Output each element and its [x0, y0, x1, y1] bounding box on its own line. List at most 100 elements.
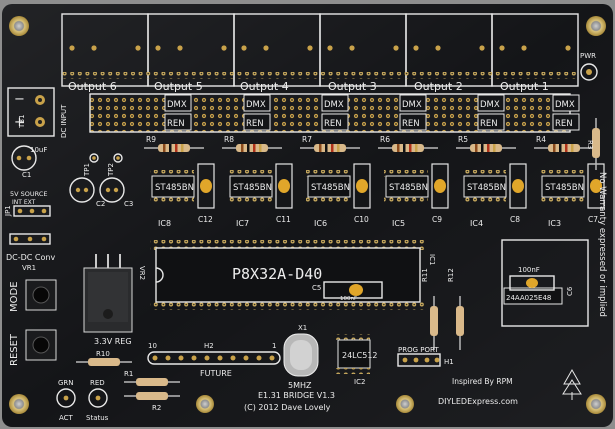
inspired-by: Inspired By RPM [452, 377, 513, 386]
output-3-label: Output 3 [328, 80, 377, 93]
rj45-connector-outlines [61, 13, 579, 87]
resistor-label: R9 [146, 135, 156, 144]
rs485-chip-3: ST485BN IC6 [306, 170, 351, 228]
led-red-label: RED [90, 379, 105, 387]
prog-port-header [397, 353, 441, 367]
rs485-chip-2: ST485BN IC7 [228, 170, 273, 228]
eeprom2-part: 24AA025E48 [506, 294, 551, 302]
r1-label: R1 [124, 370, 133, 378]
svg-text:−: − [14, 92, 25, 107]
crystal-ref: X1 [298, 324, 307, 332]
resistor-label: R4 [536, 135, 546, 144]
c5-capacitor-outline [323, 281, 383, 299]
status-led [88, 388, 108, 408]
eeprom-ic2 [336, 334, 371, 374]
output-1-label: Output 1 [500, 80, 549, 93]
board-title: E1.31 BRIDGE V1.3 [258, 391, 335, 400]
chip-part-label: ST485BN [233, 183, 272, 193]
cap-ref-label: C9 [432, 215, 442, 224]
decoupling-cap-5: C8 [509, 163, 527, 224]
cap-ref-label: C7 [588, 215, 598, 224]
cap-ref-label: C11 [276, 215, 291, 224]
output-6-label: Output 6 [68, 80, 117, 93]
dmx-label-4: DMX [324, 100, 344, 110]
decoupling-cap-3: C10 [353, 163, 371, 224]
reset-label: RESET [9, 333, 20, 366]
r3-label: R3 [586, 140, 594, 149]
decoupling-cap-1: C12 [197, 163, 215, 224]
led-act-label: ACT [59, 414, 74, 422]
tb1-label: TB1 [18, 114, 26, 129]
resistor-label: R7 [302, 135, 312, 144]
future-label: FUTURE [200, 369, 232, 378]
rs485-chip-4: ST485BN IC5 [384, 170, 429, 228]
reset-button[interactable] [25, 329, 57, 361]
c6-value: 100nF [518, 266, 540, 274]
tp1-label: TP1 [83, 163, 91, 177]
crystal-x1 [283, 333, 319, 377]
h2-future-header [147, 351, 281, 365]
resistor-row: R9 R8 R7 R6 R5 R4 [144, 135, 594, 152]
ren-label-1: REN [555, 119, 573, 129]
c2-capacitor [69, 177, 95, 203]
output-5-label: Output 5 [154, 80, 203, 93]
chip-part-label: ST485BN [467, 183, 506, 193]
chip-ref-label: IC3 [548, 219, 561, 228]
c5-label: C5 [312, 284, 321, 292]
resistor-label: R6 [380, 135, 390, 144]
pwr-led [580, 63, 598, 81]
resistor-label: R5 [458, 135, 468, 144]
tp2-label: TP2 [107, 163, 115, 177]
eeprom-ref: IC2 [354, 378, 365, 386]
r12-label: R12 [447, 268, 455, 282]
led-grn-label: GRN [58, 379, 74, 387]
chip-ref-label: IC6 [314, 219, 327, 228]
reg-label: 3.3V REG [94, 337, 132, 346]
int-ext-label: INT EXT [12, 199, 36, 206]
h2-start: 10 [148, 342, 157, 350]
r11-label: R11 [421, 268, 429, 282]
ren-label-6: REN [167, 119, 185, 129]
tb1-terminal-block [7, 87, 55, 137]
c2-label: C2 [96, 200, 105, 208]
dc-conv-label: DC-DC Conv [6, 253, 55, 262]
rs485-chip-6: ST485BN IC3 [540, 170, 585, 228]
cap-ref-label: C12 [198, 215, 213, 224]
chip-ref-label: IC4 [470, 219, 483, 228]
rs485-chip-5: ST485BN IC4 [462, 170, 507, 228]
chip-part-label: ST485BN [155, 183, 194, 193]
ren-label-4: REN [324, 119, 342, 129]
source-label: 5V SOURCE [10, 190, 48, 198]
board-copyright: (C) 2012 Dave Lovely [244, 403, 331, 412]
chip-part-label: ST485BN [389, 183, 428, 193]
decoupling-cap-4: C9 [431, 163, 449, 224]
c6-label: C6 [566, 286, 574, 296]
eeprom2-outline [501, 239, 589, 327]
dc-input-label: DC INPUT [60, 104, 68, 138]
dmx-label-2: DMX [480, 100, 500, 110]
led-status-label: Status [86, 414, 109, 422]
jp1-label: JP1 [4, 205, 12, 217]
chip-part-label: ST485BN [545, 183, 584, 193]
chip-ref-label: IC5 [392, 219, 405, 228]
mode-label: MODE [9, 281, 20, 312]
h2-end: 1 [272, 342, 276, 350]
cap-ref-label: C8 [510, 215, 520, 224]
dmx-label-3: DMX [402, 100, 422, 110]
cap-ref-label: C10 [354, 215, 369, 224]
decoupling-cap-2: C11 [275, 163, 293, 224]
resistor-r8: R8 [222, 135, 282, 152]
mode-button[interactable] [25, 279, 57, 311]
output-4-label: Output 4 [240, 80, 289, 93]
chip-ref-label: IC8 [158, 219, 171, 228]
chip-part-label: ST485BN [311, 183, 350, 193]
resistor-r5: R5 [456, 135, 516, 152]
r2-label: R2 [152, 404, 161, 412]
c1-capacitor [11, 145, 37, 171]
c3-capacitor [99, 177, 125, 203]
chip-ref-label: IC7 [236, 219, 249, 228]
tree-logo-icon [562, 368, 582, 400]
resistor-r11 [430, 296, 438, 350]
mounting-holes [9, 16, 606, 414]
warranty-text: No Warranty expressed or implied [597, 172, 607, 317]
